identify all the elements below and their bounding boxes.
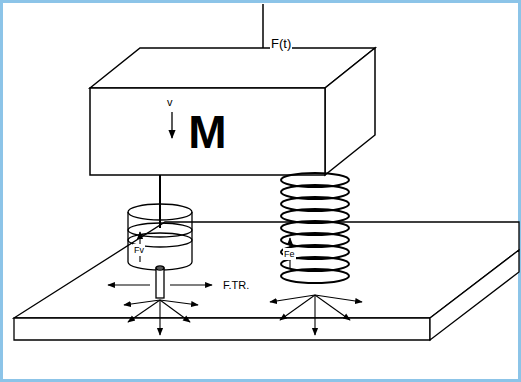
mass-label: M xyxy=(188,105,226,159)
spring-force-label: Fe xyxy=(283,248,296,260)
damper-force-label: Fv xyxy=(133,244,145,256)
base-plate xyxy=(14,222,519,340)
damper xyxy=(128,175,192,298)
mass-block xyxy=(90,48,375,175)
force-label: F(t) xyxy=(270,38,292,50)
transmitted-forces xyxy=(108,232,362,335)
transmitted-force-label: F.TR. xyxy=(222,279,250,291)
spring xyxy=(281,173,349,283)
velocity-label: v xyxy=(166,96,174,108)
mass-node: M xyxy=(90,88,325,175)
